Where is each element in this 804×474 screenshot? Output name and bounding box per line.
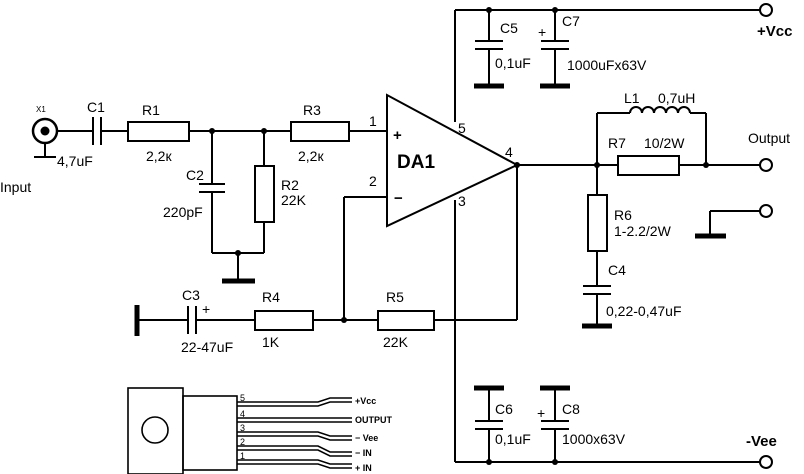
package-pin-2-name: − IN [355, 448, 372, 458]
capacitor-c3 [187, 306, 197, 334]
package-pin-5-name: +Vcc [355, 396, 376, 406]
output-label: Output [748, 130, 790, 146]
vcc-label: +Vcc [757, 23, 792, 40]
c6-label: C6 [495, 401, 513, 417]
package-pin-2-num: 2 [240, 437, 245, 447]
c7-label: C7 [562, 13, 580, 29]
pin-4-label: 4 [505, 144, 513, 160]
r5-value: 22K [383, 334, 409, 350]
c3-value: 22-47uF [181, 339, 233, 355]
input-label: Input [0, 179, 31, 195]
l1-value: 0,7uH [658, 90, 695, 106]
r1-label: R1 [142, 102, 160, 118]
package-pin-4-name: OUTPUT [355, 415, 393, 425]
da1-label: DA1 [397, 152, 435, 173]
vcc-terminal [759, 3, 773, 17]
c3-polarity: + [202, 301, 210, 317]
capacitor-c5 [475, 40, 503, 50]
vee-label: -Vee [746, 433, 777, 450]
capacitor-c4 [583, 285, 611, 295]
c1-label: C1 [87, 99, 105, 115]
resistor-r2 [254, 165, 275, 223]
r6-value: 1-2.2/2W [614, 223, 672, 239]
c2-value: 220pF [163, 204, 203, 220]
package-pin-3-name: − Vee [355, 433, 378, 443]
resistor-r1 [127, 121, 190, 142]
junction-feedback [341, 317, 347, 323]
package-pin-1-num: 1 [240, 451, 245, 461]
c8-value: 1000x63V [562, 431, 626, 447]
c2-label: C2 [186, 167, 204, 183]
r6-label: R6 [614, 207, 632, 223]
junction-r7 [703, 162, 709, 168]
noninverting-symbol: + [393, 127, 402, 144]
capacitor-c8 [541, 420, 569, 430]
capacitor-c6 [475, 420, 503, 430]
capacitor-c7 [541, 40, 569, 50]
input-jack [31, 117, 59, 158]
vee-terminal [759, 455, 773, 469]
output-terminal [759, 158, 773, 172]
r7-label: R7 [608, 135, 626, 151]
r7-value: 10/2W [644, 135, 685, 151]
r4-value: 1K [262, 334, 280, 350]
l1-label: L1 [624, 90, 640, 106]
package-pin-3-num: 3 [240, 423, 245, 433]
r3-label: R3 [303, 102, 321, 118]
pin-1-label: 1 [369, 113, 377, 129]
package-outline [127, 387, 238, 474]
x1-label: X1 [36, 105, 46, 114]
capacitor-c1 [92, 117, 102, 145]
r2-label: R2 [281, 177, 299, 193]
c4-label: C4 [608, 262, 626, 278]
r3-value: 2,2к [298, 148, 324, 164]
c1-value: 4,7uF [57, 153, 93, 169]
c5-label: C5 [500, 20, 518, 36]
resistor-r6 [587, 194, 608, 252]
c3-label: C3 [182, 287, 200, 303]
r2-value: 22K [281, 192, 307, 208]
package-pin-4-num: 4 [240, 409, 245, 419]
package-pin-5-num: 5 [240, 393, 245, 403]
r1-value: 2,2к [146, 148, 172, 164]
c7-polarity: + [538, 24, 546, 40]
resistor-r7 [617, 155, 680, 176]
resistor-r5 [377, 310, 435, 331]
resistor-r4 [254, 310, 314, 331]
pin-2-label: 2 [369, 173, 377, 189]
resistor-r3 [290, 121, 350, 142]
pin-5-label: 5 [458, 120, 466, 136]
ground-terminal [759, 204, 773, 218]
c8-polarity: + [537, 405, 545, 421]
op-amp-da1 [386, 93, 520, 228]
pin-3-label: 3 [458, 193, 466, 209]
package-pin-1-name: + IN [355, 463, 372, 473]
c7-value: 1000uFx63V [567, 57, 647, 73]
c8-label: C8 [562, 401, 580, 417]
c6-value: 0,1uF [495, 431, 531, 447]
c4-value: 0,22-0,47uF [606, 303, 682, 319]
capacitor-c2 [199, 183, 225, 193]
inverting-symbol: − [394, 190, 403, 207]
inductor-l1 [629, 106, 691, 114]
c5-value: 0,1uF [495, 55, 531, 71]
r5-label: R5 [386, 289, 404, 305]
package-leads [237, 397, 352, 469]
r4-label: R4 [262, 289, 280, 305]
